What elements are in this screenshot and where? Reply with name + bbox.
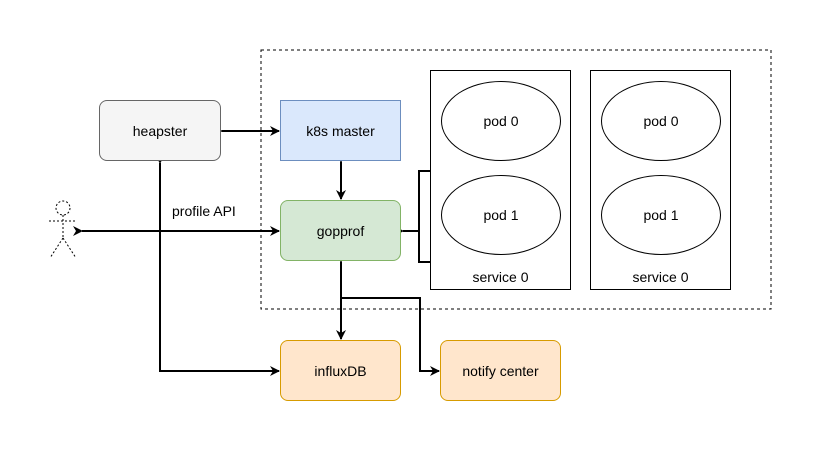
edge-gopprof-notify [341, 297, 440, 376]
notify-center-node[interactable]: notify center [440, 340, 561, 401]
pod-1-service-0[interactable]: pod 1 [441, 175, 561, 255]
service-label: service 0 [632, 269, 689, 285]
pod-label: pod 1 [643, 207, 679, 223]
pod-label: pod 0 [483, 113, 519, 129]
gopprof-node[interactable]: gopprof [280, 200, 401, 261]
heapster-node[interactable]: heapster [99, 100, 221, 161]
service-container-0[interactable]: pod 0 pod 1 service 0 [430, 70, 571, 290]
cluster-boundary [260, 49, 772, 310]
gopprof-label: gopprof [316, 222, 365, 239]
edge-heapster-influxdb [155, 154, 280, 376]
k8s-master-node[interactable]: k8s master [280, 100, 401, 161]
k8s-master-label: k8s master [306, 122, 375, 139]
user-actor-icon [49, 200, 77, 259]
influxdb-node[interactable]: influxDB [280, 340, 401, 401]
profile-api-label: profile API [172, 203, 236, 219]
heapster-label: heapster [132, 122, 188, 139]
influxdb-label: influxDB [314, 362, 367, 379]
service-container-1[interactable]: pod 0 pod 1 service 0 [590, 70, 731, 290]
pod-label: pod 1 [483, 207, 519, 223]
notify-center-label: notify center [462, 362, 539, 379]
pod-label: pod 0 [643, 113, 679, 129]
pod-0-service-1[interactable]: pod 0 [601, 81, 721, 161]
pod-1-service-1[interactable]: pod 1 [601, 175, 721, 255]
pod-0-service-0[interactable]: pod 0 [441, 81, 561, 161]
service-label: service 0 [472, 269, 529, 285]
